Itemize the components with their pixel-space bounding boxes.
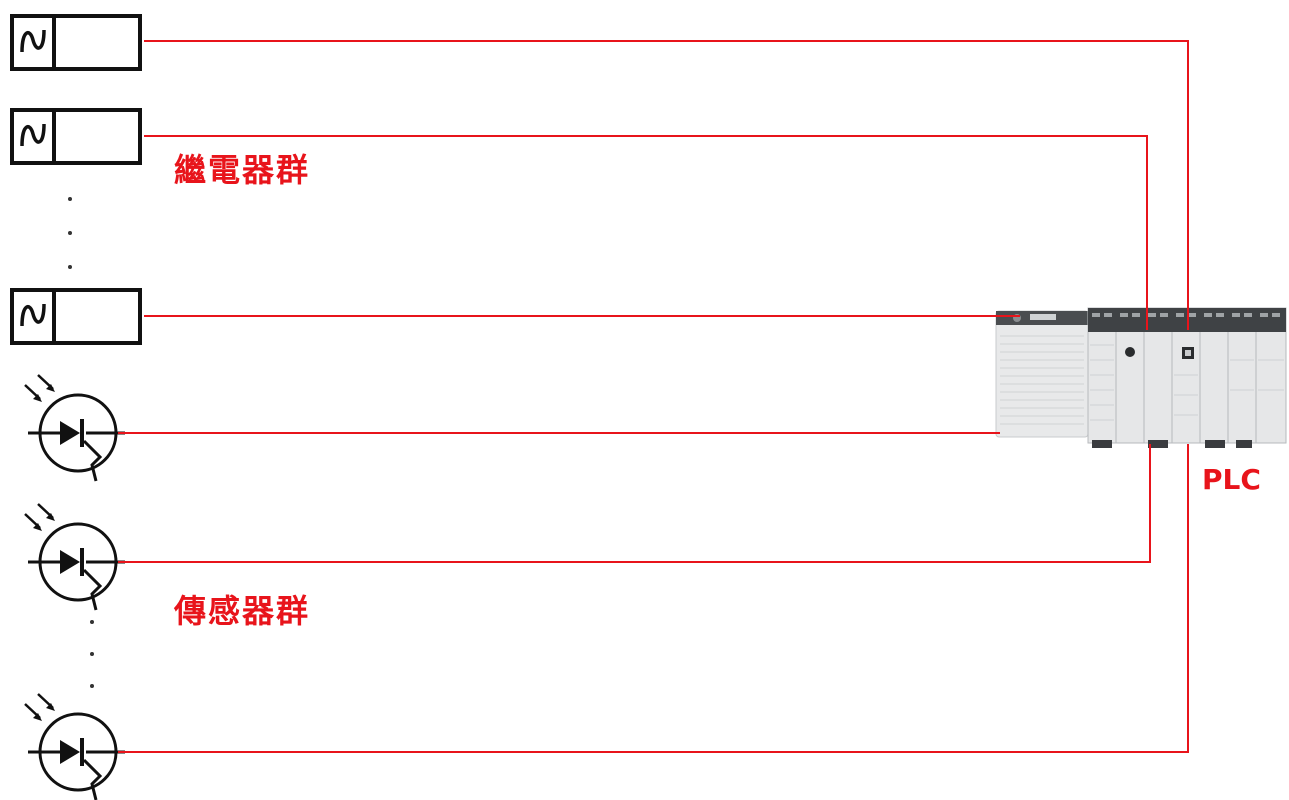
relay-symbol-1	[10, 14, 142, 71]
wire-sensor-2	[118, 444, 1151, 563]
wire-relay-2	[144, 135, 1148, 330]
plc-label: PLC	[1202, 463, 1261, 496]
relay-ellipsis	[68, 197, 72, 269]
wires	[118, 40, 1189, 753]
phototransistor-symbol-1	[23, 373, 127, 483]
phototransistor-symbol-n	[23, 692, 127, 800]
sensor-ellipsis	[90, 620, 94, 688]
relay-symbol-n	[10, 288, 142, 345]
plc-device	[995, 307, 1287, 448]
wire-sensor-n	[118, 444, 1189, 753]
relay-symbol-2	[10, 108, 142, 165]
phototransistor-symbol-2	[23, 502, 127, 612]
wire-relay-1	[144, 40, 1189, 330]
relay-group-label: 繼電器群	[174, 151, 311, 189]
sensor-group-label: 傳感器群	[174, 592, 311, 630]
